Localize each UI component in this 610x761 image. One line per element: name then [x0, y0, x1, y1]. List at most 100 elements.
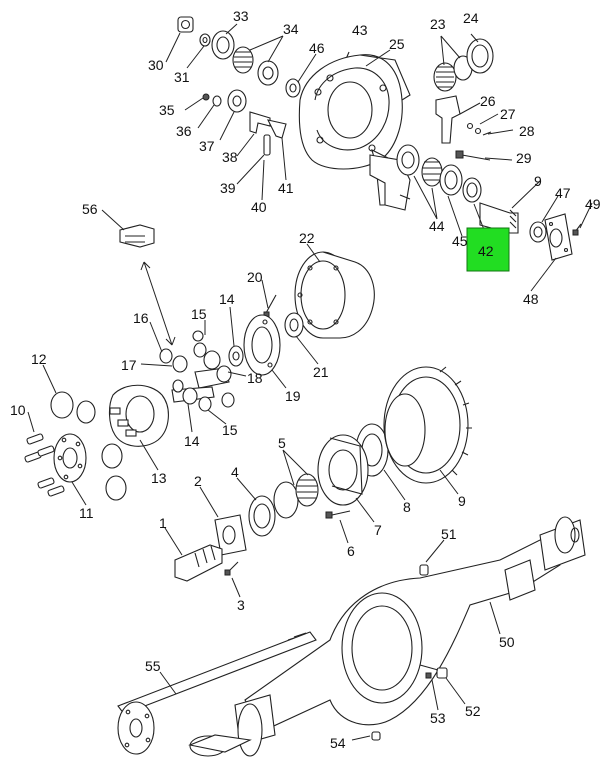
- callout-part-33[interactable]: 33: [233, 8, 249, 24]
- part-23-bearing-shape: [433, 55, 473, 92]
- callout-part-47[interactable]: 47: [555, 185, 571, 201]
- callout-part-12[interactable]: 12: [31, 351, 47, 367]
- part-9-ring-gear-shape: [383, 366, 472, 484]
- callout-part-22[interactable]: 22: [299, 230, 315, 246]
- callout-part-49[interactable]: 49: [585, 196, 601, 212]
- callout-part-5[interactable]: 5: [278, 435, 286, 451]
- callout-part-31[interactable]: 31: [174, 69, 190, 85]
- part-9-pinion-shape: [479, 202, 519, 234]
- part-44-bearing-shape: [396, 144, 443, 187]
- callout-part-18[interactable]: 18: [247, 370, 263, 386]
- part-54-plug-shape: [371, 731, 381, 741]
- part-52-53-fittings-shape: [419, 664, 448, 679]
- part-50-axle-housing-shape: [188, 516, 586, 757]
- callout-part-11[interactable]: 11: [79, 505, 94, 521]
- part-16-washer-shape: [159, 348, 173, 364]
- callout-part-41[interactable]: 41: [278, 180, 294, 196]
- callout-part-52[interactable]: 52: [465, 703, 481, 719]
- callout-part-37[interactable]: 37: [199, 138, 215, 154]
- callout-part-15-lower[interactable]: 15: [222, 422, 238, 438]
- part-45-shim-shape: [439, 164, 463, 196]
- callout-part-24[interactable]: 24: [463, 10, 479, 26]
- callout-part-54[interactable]: 54: [330, 735, 346, 751]
- callout-part-51[interactable]: 51: [441, 526, 457, 542]
- part-47-washer-shape: [529, 221, 547, 243]
- callout-part-14-upper[interactable]: 14: [219, 291, 235, 307]
- callout-part-27[interactable]: 27: [500, 106, 516, 122]
- part-12-gear-shapes: [50, 391, 127, 501]
- callout-part-38[interactable]: 38: [222, 149, 238, 165]
- callout-part-50[interactable]: 50: [499, 634, 515, 650]
- callout-part-36[interactable]: 36: [176, 123, 192, 139]
- callout-part-17[interactable]: 17: [121, 357, 137, 373]
- part-lower-spider-shape: [171, 379, 235, 412]
- leader-lines: [27, 23, 593, 741]
- part-11-plate-shape: [53, 433, 87, 483]
- callout-part-56[interactable]: 56: [82, 201, 98, 217]
- callout-part-45[interactable]: 45: [452, 233, 468, 249]
- part-42-spacer-shape: [462, 177, 482, 203]
- callout-part-42[interactable]: 42: [478, 243, 494, 259]
- part-1-input-shaft-shape: [174, 544, 223, 582]
- part-24-cup-shape: [466, 38, 494, 74]
- callout-part-19[interactable]: 19: [285, 388, 301, 404]
- part-26-28-adjuster-shapes: [435, 95, 492, 144]
- callout-part-40[interactable]: 40: [251, 199, 267, 215]
- callout-part-9-upper[interactable]: 9: [534, 173, 542, 189]
- part-46-cup-shape: [285, 78, 301, 98]
- callout-part-10[interactable]: 10: [10, 402, 26, 418]
- callout-part-14-lower[interactable]: 14: [184, 433, 200, 449]
- part-7-case-shape: [317, 434, 369, 506]
- callout-part-6[interactable]: 6: [347, 543, 355, 559]
- callout-part-15-upper[interactable]: 15: [191, 306, 207, 322]
- callout-part-13[interactable]: 13: [151, 470, 167, 486]
- part-callouts: 30 31 33 34 46 43 25 35 36 37 38 39 40 4…: [10, 8, 601, 751]
- part-30-nut-shape: [177, 16, 194, 33]
- callout-part-8[interactable]: 8: [403, 499, 411, 515]
- part-49-bolt-shape: [572, 223, 582, 236]
- part-10-pins-shapes: [24, 433, 65, 497]
- part-spider-gears-shape: [172, 330, 232, 389]
- callout-part-26[interactable]: 26: [480, 93, 496, 109]
- callout-part-48[interactable]: 48: [523, 291, 539, 307]
- callout-part-46[interactable]: 46: [309, 40, 325, 56]
- part-35-36-fasteners-shape: [202, 93, 222, 107]
- part-3-bolt-shape: [224, 561, 239, 576]
- callout-part-28[interactable]: 28: [519, 123, 535, 139]
- highlight-box-part-42[interactable]: [466, 227, 510, 272]
- callout-part-2[interactable]: 2: [194, 473, 202, 489]
- part-33-seal-shape: [211, 30, 235, 60]
- part-31-washer-shape: [199, 33, 211, 47]
- callout-part-1[interactable]: 1: [159, 515, 167, 531]
- part-29-bolt-shape: [455, 150, 491, 161]
- part-37-washer-shape: [227, 89, 247, 113]
- part-19-case-shape: [243, 314, 281, 376]
- callout-part-34[interactable]: 34: [283, 21, 299, 37]
- part-4-nut-shape: [248, 495, 276, 537]
- part-34-bearing-shapes: [232, 46, 279, 86]
- callout-part-4[interactable]: 4: [231, 464, 239, 480]
- callout-part-44[interactable]: 44: [429, 218, 445, 234]
- part-6-bolt-shape: [325, 510, 351, 519]
- callout-part-35[interactable]: 35: [159, 102, 175, 118]
- callout-part-53[interactable]: 53: [430, 710, 446, 726]
- callout-part-20[interactable]: 20: [247, 269, 263, 285]
- callout-part-55[interactable]: 55: [145, 658, 161, 674]
- part-13-case-shape: [108, 384, 169, 447]
- callout-part-9-lower[interactable]: 9: [458, 493, 466, 509]
- callout-part-39[interactable]: 39: [220, 180, 236, 196]
- part-38-41-lock-shapes: [249, 111, 287, 156]
- callout-part-7[interactable]: 7: [374, 522, 382, 538]
- callout-part-25[interactable]: 25: [389, 36, 405, 52]
- part-56-yoke-shape: [119, 224, 176, 346]
- callout-part-23[interactable]: 23: [430, 16, 446, 32]
- callout-part-16[interactable]: 16: [133, 310, 149, 326]
- part-51-plug-shape: [419, 564, 429, 576]
- callout-part-43[interactable]: 43: [352, 22, 368, 38]
- callout-part-21[interactable]: 21: [313, 364, 329, 380]
- callout-part-29[interactable]: 29: [516, 150, 532, 166]
- callout-part-3[interactable]: 3: [237, 597, 245, 613]
- callout-part-30[interactable]: 30: [148, 57, 164, 73]
- part-55-axle-shaft-shape: [117, 631, 317, 755]
